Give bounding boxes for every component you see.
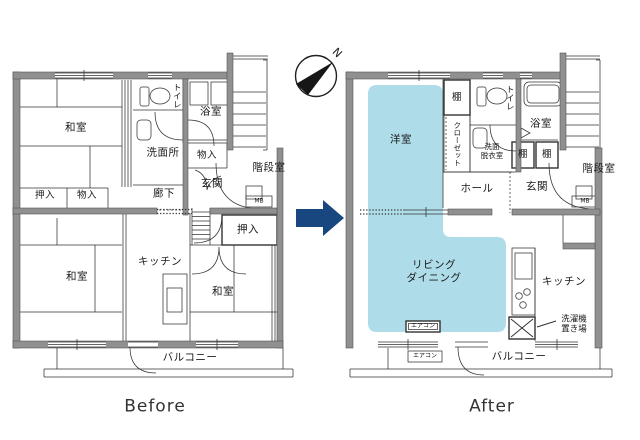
- label-hall: ホール: [460, 182, 494, 195]
- label-washitsu-se: 和室: [212, 285, 234, 298]
- before-windows: [48, 70, 238, 350]
- after-title: After: [469, 396, 515, 417]
- after-kitchen-counter: [511, 247, 536, 316]
- label-oshiire-nw: 押入: [34, 190, 56, 202]
- label-senmen-datsui: 洗面 脱衣室: [480, 141, 504, 160]
- before-title: Before: [124, 396, 186, 417]
- before-kitchen-counter: [162, 273, 188, 325]
- label-before-kaidanshitsu: 階段室: [252, 161, 286, 174]
- before-rooms-linework: [19, 79, 278, 341]
- label-living-dining: リビング ダイニング: [406, 259, 462, 284]
- label-youshitsu: 洋室: [390, 133, 412, 146]
- label-closet: クローゼット: [452, 121, 462, 167]
- label-after-genkan: 玄関: [526, 180, 548, 193]
- label-after-mb: MB: [580, 197, 590, 205]
- after-sink-icon: [472, 127, 488, 149]
- label-monoire-e: 物入: [196, 150, 218, 162]
- label-before-balcony: バルコニー: [162, 351, 218, 364]
- after-rooms-linework: [442, 79, 564, 341]
- label-before-kitchen: キッチン: [138, 255, 182, 268]
- before-to-after-arrow-icon: [296, 200, 344, 236]
- before-stairwell: [233, 55, 273, 208]
- after-door-arcs: [457, 124, 596, 376]
- before-plan: [12, 52, 294, 378]
- washing-machine-icon: [508, 316, 557, 340]
- after-walls: [345, 52, 603, 349]
- label-after-yokushitsu: 浴室: [530, 117, 552, 130]
- label-tana-mid1: 棚: [517, 149, 529, 161]
- label-washitsu-sw: 和室: [66, 270, 88, 283]
- label-senmenjo: 洗面所: [146, 146, 180, 159]
- label-before-toilet: トイレ: [171, 83, 182, 109]
- before-sink-icon: [136, 119, 152, 141]
- after-balcony: [349, 348, 613, 378]
- label-after-kaidanshitsu: 階段室: [582, 162, 616, 175]
- label-before-yokushitsu: 浴室: [200, 105, 222, 118]
- label-rouka: 廊下: [153, 187, 175, 200]
- label-before-mb: MB: [254, 197, 264, 205]
- label-tana-north: 棚: [451, 92, 463, 104]
- label-after-toilet: トイレ: [504, 85, 515, 111]
- before-bathtub-icon: [189, 81, 229, 106]
- label-tana-mid2: 棚: [541, 149, 553, 161]
- label-oshiire-se: 押入: [237, 223, 259, 236]
- label-before-genkan: 玄関: [201, 177, 223, 190]
- compass-icon: [294, 54, 338, 98]
- after-toilet-icon: [476, 86, 508, 107]
- label-after-kitchen: キッチン: [542, 275, 586, 288]
- before-balcony: [43, 348, 294, 378]
- after-windows: [378, 70, 578, 350]
- before-toilet-icon: [139, 86, 171, 107]
- aircon-unit-boxes: [405, 320, 443, 363]
- renovated-area-highlight: [368, 85, 506, 332]
- label-monoire-nw: 物入: [76, 190, 98, 202]
- label-washitsu-nw: 和室: [65, 121, 87, 134]
- after-plan: [345, 52, 613, 378]
- label-aircon-inner: エアコン: [410, 322, 436, 330]
- label-aircon-outer: エアコン: [412, 352, 438, 360]
- label-after-balcony: バルコニー: [491, 350, 547, 363]
- label-washer-space: 洗濯機 置き場: [561, 314, 587, 335]
